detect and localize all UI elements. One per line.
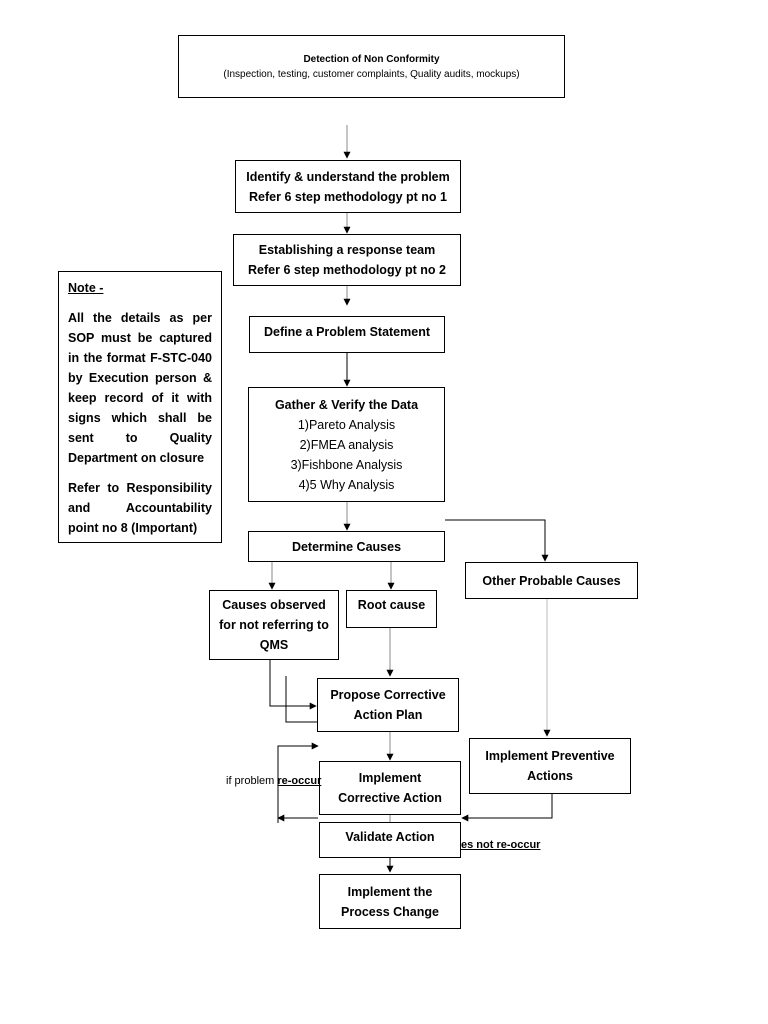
box-qms-causes: Causes observed for not referring to QMS [209, 590, 339, 660]
preventive-line1: Implement Preventive [485, 749, 615, 763]
qms-line1: Causes observed [222, 598, 326, 612]
box-team: Establishing a response team Refer 6 ste… [233, 234, 461, 286]
box-other-causes: Other Probable Causes [465, 562, 638, 599]
box-process-change: Implement the Process Change [319, 874, 461, 929]
implement-line1: Implement [358, 771, 422, 785]
gather-item: 2)FMEA analysis [299, 437, 394, 452]
define-line1: Define a Problem Statement [263, 325, 430, 339]
detection-subtitle: (Inspection, testing, customer complaint… [223, 68, 520, 80]
label-does-not-reoccur: es not re-occur [461, 839, 540, 851]
if-problem-text: if problem [226, 775, 278, 787]
label-if-problem-reoccur: if problem re-occur [226, 775, 321, 787]
propose-line1: Propose Corrective [330, 688, 446, 702]
qms-line3: QMS [259, 638, 289, 652]
change-line2: Process Change [341, 904, 439, 919]
validate-line1: Validate Action [345, 830, 435, 844]
box-root-cause: Root cause [346, 590, 437, 628]
box-define: Define a Problem Statement [249, 316, 445, 353]
box-validate: Validate Action [319, 822, 461, 858]
box-propose: Propose Corrective Action Plan [317, 678, 459, 732]
gather-item: 4)5 Why Analysis [298, 477, 395, 492]
identify-line2: Refer 6 step methodology pt no 1 [249, 189, 447, 204]
gather-item: 3)Fishbone Analysis [290, 457, 403, 472]
box-determine: Determine Causes [248, 531, 445, 562]
arrow-qms-propose-1 [269, 660, 317, 710]
gather-title: Gather & Verify the Data [274, 397, 419, 412]
change-line1: Implement the [347, 884, 433, 899]
box-implement-corrective: Implement Corrective Action [319, 761, 461, 815]
not-reoccur-text: es not re-occur [461, 839, 541, 851]
box-preventive: Implement Preventive Actions [469, 738, 631, 794]
note-paragraph-2: Refer to Responsibility and Accountabili… [68, 481, 212, 535]
team-line1: Establishing a response team [258, 243, 436, 257]
implement-line2: Corrective Action [338, 791, 442, 805]
determine-line1: Determine Causes [291, 539, 402, 554]
team-line2: Refer 6 step methodology pt no 2 [248, 263, 446, 277]
arrow-reoccur-loop [277, 742, 319, 823]
note-heading: Note - [68, 281, 104, 295]
propose-line2: Action Plan [353, 708, 423, 722]
gather-item: 1)Pareto Analysis [297, 417, 396, 432]
preventive-line2: Actions [527, 769, 573, 783]
identify-line1: Identify & understand the problem [246, 169, 450, 184]
other-line1: Other Probable Causes [482, 573, 621, 588]
qms-line2: for not referring to [219, 618, 329, 632]
root-line1: Root cause [357, 598, 426, 612]
note-paragraph-1: All the details as per SOP must be captu… [68, 311, 212, 465]
box-gather: Gather & Verify the Data 1)Pareto Analys… [248, 387, 445, 502]
box-identify: Identify & understand the problem Refer … [235, 160, 461, 213]
arrow-gather-other [445, 519, 549, 562]
arrow-preventive-validate [461, 789, 553, 822]
note-box: Note - All the details as per SOP must b… [58, 271, 222, 543]
reoccur-text: re-occur [277, 775, 322, 787]
box-detection: Detection of Non Conformity (Inspection,… [178, 35, 565, 98]
detection-title: Detection of Non Conformity [303, 53, 440, 65]
